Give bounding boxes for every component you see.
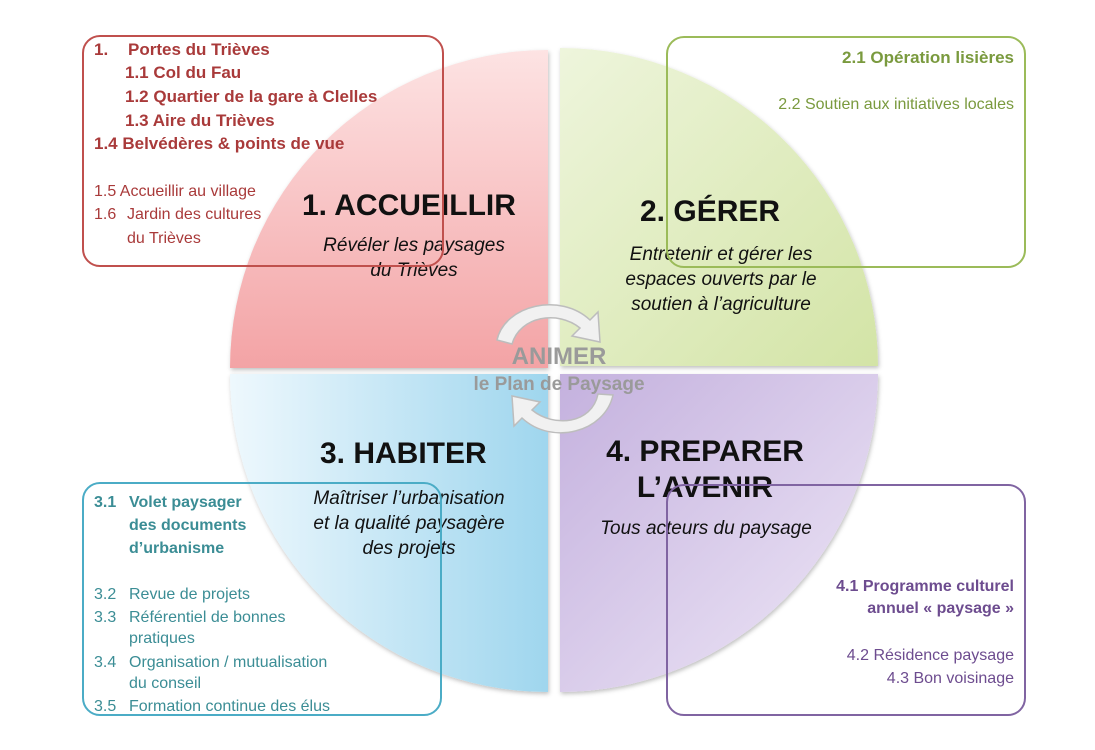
box3-item-3-5-number: 3.5	[94, 698, 117, 715]
quadrant-4-title: 4. PREPARER L’AVENIR	[585, 434, 825, 506]
box3-item-3-1-cont: d’urbanisme	[129, 540, 225, 557]
box1-item-1-2: 1.2 Quartier de la gare à Clelles	[125, 87, 378, 106]
box4-item-4-1: 4.1 Programme culturel	[836, 578, 1014, 595]
center-subtitle: le Plan de Paysage	[473, 374, 645, 395]
quadrant-2-subtitle: Entretenir et gérer les espaces ouverts …	[590, 242, 852, 317]
quadrant-1-subtitle-line: Révéler les paysages	[323, 235, 505, 256]
box1-item-1: Portes du Trièves	[128, 40, 270, 59]
quadrant-1-title: 1. ACCUEILLIR	[302, 189, 516, 222]
box3-item-3-1-cont: des documents	[129, 517, 247, 534]
box1-item-1-1: 1.1 Col du Fau	[125, 63, 242, 82]
box1-item-1-6: Jardin des cultures	[127, 206, 262, 223]
box4-item-4-2: 4.2 Résidence paysage	[846, 647, 1014, 664]
box1-item-1-4: 1.4 Belvédères & points de vue	[94, 134, 345, 153]
quadrant-3-subtitle: Maîtriser l’urbanisation et la qualité p…	[278, 486, 540, 561]
quadrant-4-title-line: L’AVENIR	[636, 471, 774, 504]
box3-item-3-3: Référentiel de bonnes	[129, 609, 286, 626]
quadrant-3-subtitle-line: et la qualité paysagère	[313, 513, 505, 534]
box4-item-4-3: 4.3 Bon voisinage	[886, 670, 1014, 687]
box-habiter-actions	[82, 482, 442, 716]
box3-item-3-1: Volet paysager	[129, 494, 242, 511]
quadrant-4-subtitle-line: Tous acteurs du paysage	[600, 518, 812, 539]
box3-item-3-1-number: 3.1	[94, 494, 117, 511]
box3-item-3-3-number: 3.3	[94, 609, 117, 626]
box-gerer-actions	[666, 36, 1026, 268]
box1-item-1-5: 1.5 Accueillir au village	[94, 183, 256, 200]
quadrant-2-subtitle-line: espaces ouverts par le	[625, 269, 817, 290]
box3-item-3-2-number: 3.2	[94, 586, 117, 603]
center-title: ANIMER	[511, 343, 607, 370]
quadrant-4-subtitle: Tous acteurs du paysage	[580, 516, 832, 541]
quadrant-3-title: 3. HABITER	[320, 437, 487, 470]
quadrant-3-subtitle-line: des projets	[362, 538, 456, 559]
box3-item-3-2: Revue de projets	[129, 586, 250, 603]
box3-item-3-4: Organisation / mutualisation	[129, 654, 328, 671]
box3-item-3-3-cont: pratiques	[129, 630, 195, 647]
quadrant-2-subtitle-line: soutien à l’agriculture	[631, 294, 811, 315]
quadrant-1-sector	[230, 50, 548, 368]
box1-item-1-number: 1.	[94, 40, 109, 59]
box-accueillir-actions	[82, 35, 444, 267]
quadrant-2-title: 2. GÉRER	[640, 195, 781, 228]
box1-item-1-3: 1.3 Aire du Trièves	[125, 111, 275, 130]
quadrant-2-sector	[560, 48, 878, 366]
box3-item-3-4-cont: du conseil	[129, 675, 202, 692]
box3-item-3-5: Formation continue des élus	[129, 698, 330, 715]
box1-item-1-6-number: 1.6	[94, 206, 117, 223]
box3-item-3-4-number: 3.4	[94, 654, 117, 671]
quadrant-4-sector	[560, 374, 878, 692]
cycle-arrows-icon	[496, 304, 614, 434]
box4-item-4-1-cont: annuel « paysage »	[867, 600, 1014, 617]
box2-item-2-2: 2.2 Soutien aux initiatives locales	[778, 96, 1014, 113]
box2-item-2-1: 2.1 Opération lisières	[842, 48, 1014, 67]
quadrant-3-subtitle-line: Maîtriser l’urbanisation	[313, 488, 505, 509]
box-preparer-actions	[666, 484, 1026, 716]
box1-item-1-6-cont: du Trièves	[127, 230, 201, 247]
quadrant-4-title-line: 4. PREPARER	[606, 435, 804, 468]
quadrant-3-sector	[230, 374, 548, 692]
